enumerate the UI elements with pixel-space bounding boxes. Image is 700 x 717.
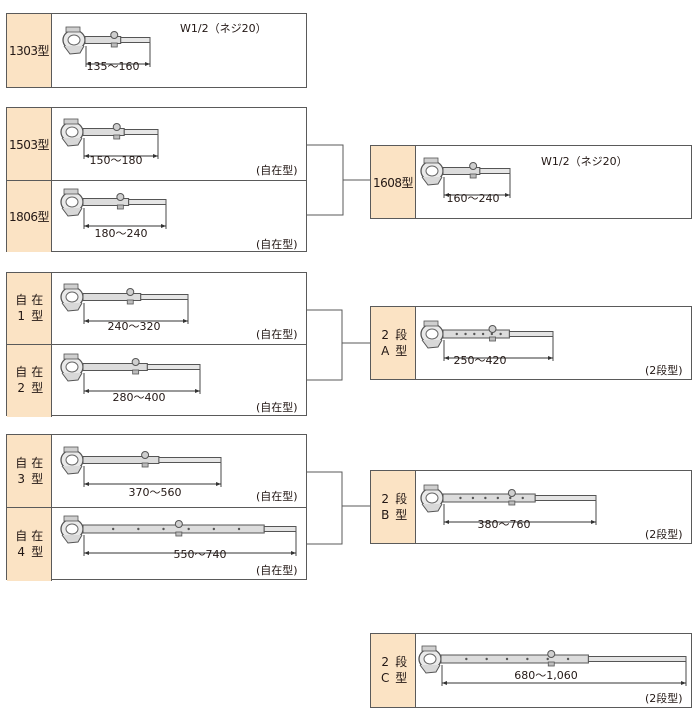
clamp-swivel-2-drawing [60, 353, 201, 394]
clamp-head [60, 353, 84, 382]
clamp-1303-drawing [62, 26, 151, 67]
two-stage-b-range: 380〜760 [477, 518, 531, 531]
clamp-swivel-1-drawing [60, 283, 189, 324]
clamp-1608-drawing [420, 157, 511, 198]
rod [82, 358, 201, 375]
model-1303-range: 135〜160 [86, 60, 140, 73]
swivel-2-range: 280〜400 [112, 391, 166, 404]
model-1608-card: 1608型 [370, 145, 692, 219]
rod [82, 451, 222, 468]
swivel-4-range: 550〜740 [173, 548, 227, 561]
clamp-head [60, 283, 84, 312]
two-stage-a-tag: (2段型) [645, 364, 683, 377]
swivel-4-tag: (自在型) [256, 564, 298, 577]
model-1806-range: 180〜240 [94, 227, 148, 240]
two-stage-c-tag: (2段型) [645, 692, 683, 705]
swivel-1-2-divider [7, 344, 306, 345]
model-1503-1806-divider [7, 180, 306, 181]
clamp-head [420, 157, 444, 186]
clamp-head [62, 26, 86, 55]
rod [442, 489, 597, 506]
clamp-head [420, 484, 444, 513]
model-1303-card: 1303型 [6, 13, 307, 88]
dimension-line [83, 300, 189, 324]
rod [442, 162, 511, 179]
dimension-line [83, 370, 201, 394]
dimension-line [83, 205, 167, 229]
clamp-head [418, 645, 442, 674]
two-stage-c-range: 680〜1,060 [514, 669, 578, 682]
clamp-1503-drawing [60, 118, 159, 159]
dimension-line [83, 532, 297, 556]
two-stage-b-tag: (2段型) [645, 528, 683, 541]
model-1503-label: 1503型 [7, 108, 52, 180]
swivel-3-4-divider [7, 507, 306, 508]
clamp-head [60, 118, 84, 147]
swivel-2-tag: (自在型) [256, 401, 298, 414]
dimension-line [83, 463, 222, 487]
connector-1503-1806 [307, 144, 370, 216]
clamp-head [60, 188, 84, 217]
clamp-swivel-4-drawing [60, 515, 297, 556]
rod [82, 520, 297, 537]
dimension-line [443, 501, 597, 525]
dimension-line [85, 43, 151, 67]
dimension-line [441, 662, 687, 686]
model-1806-tag: (自在型) [256, 238, 298, 251]
connector-ji3-ji4 [307, 471, 370, 545]
clamp-head [420, 320, 444, 349]
swivel-3-tag: (自在型) [256, 490, 298, 503]
clamp-two-stage-a-drawing [420, 320, 554, 361]
model-1806-label: 1806型 [7, 180, 52, 252]
rod [84, 31, 151, 48]
model-1303-label: 1303型 [7, 14, 52, 87]
model-1503-range: 150〜180 [89, 154, 143, 167]
clamp-head [60, 446, 84, 475]
clamp-swivel-3-drawing [60, 446, 222, 487]
swivel-3-range: 370〜560 [128, 486, 182, 499]
rod [442, 325, 554, 342]
dimension-line [83, 135, 159, 159]
thread-note-1303: W1/2（ネジ20） [180, 22, 267, 35]
clamp-1806-drawing [60, 188, 167, 229]
swivel-1-tag: (自在型) [256, 328, 298, 341]
clamp-head [60, 515, 84, 544]
rod [82, 193, 167, 210]
dimension-line [443, 174, 511, 198]
rod [82, 288, 189, 305]
two-stage-a-range: 250〜420 [453, 354, 507, 367]
model-1503-tag: (自在型) [256, 164, 298, 177]
dimension-line [443, 337, 554, 361]
swivel-1-range: 240〜320 [107, 320, 161, 333]
model-1608-label: 1608型 [371, 146, 416, 218]
model-1608-range: 160〜240 [446, 192, 500, 205]
thread-note-1608: W1/2（ネジ20） [541, 155, 628, 168]
rod [82, 123, 159, 140]
rod [440, 650, 687, 667]
connector-ji1-ji2 [307, 309, 370, 381]
clamp-two-stage-b-drawing [420, 484, 597, 525]
model-1503-1806-card: 1503型 1806型 [6, 107, 307, 252]
clamp-two-stage-c-drawing [418, 645, 687, 686]
